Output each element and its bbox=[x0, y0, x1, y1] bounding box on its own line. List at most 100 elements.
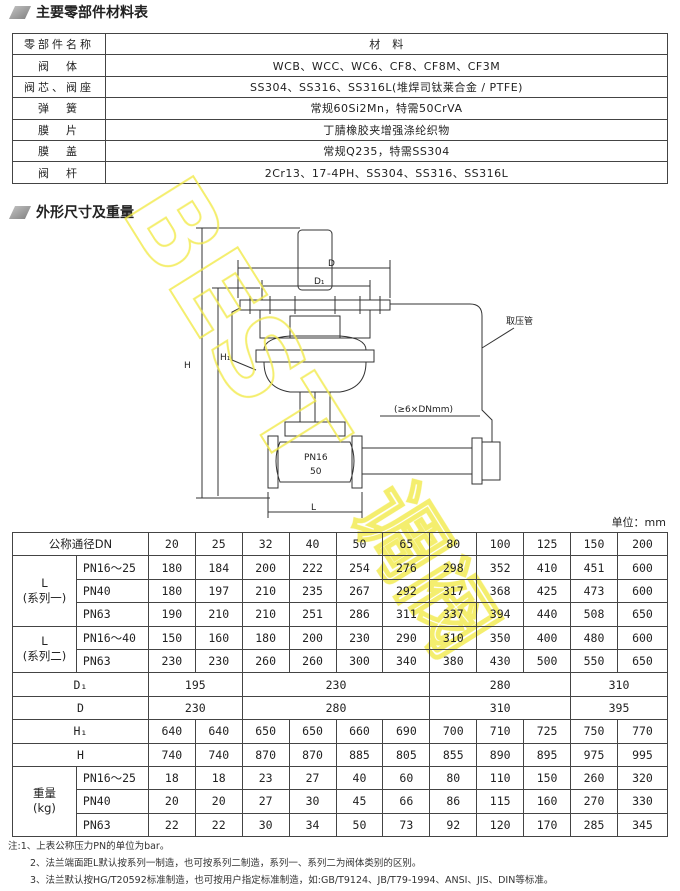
dn-value: 200 bbox=[616, 531, 669, 557]
cell: 230 bbox=[147, 695, 243, 721]
cell: 210 bbox=[241, 602, 290, 627]
cell: 200 bbox=[288, 625, 337, 650]
cell: 480 bbox=[570, 625, 618, 650]
cell: 260 bbox=[241, 648, 290, 674]
unit-label: 单位：mm bbox=[611, 516, 666, 529]
dn-header: 公称通径DN bbox=[12, 531, 149, 557]
group-label-line: 重量 bbox=[32, 786, 56, 801]
table-row: H₁ 640 640 650 650 660 690 700 710 725 7… bbox=[12, 719, 669, 744]
note-line: 3、法兰默认按HG/T20592标准制造，也可按用户指定标准制造，如:GB/T9… bbox=[30, 875, 554, 886]
cell: 230 bbox=[241, 672, 431, 697]
cell: 270 bbox=[570, 789, 618, 814]
part-material: 丁腈橡胶夹增强涤纶织物 bbox=[105, 118, 668, 141]
label-d: D bbox=[328, 259, 335, 269]
cell: 995 bbox=[616, 742, 669, 767]
weight-label: 重量 (kg) bbox=[12, 765, 77, 838]
cell: 311 bbox=[382, 602, 431, 627]
part-name: 阀 体 bbox=[12, 54, 106, 77]
table-row: H 740 740 870 870 885 805 855 890 895 97… bbox=[12, 742, 669, 767]
cell: 290 bbox=[382, 625, 431, 650]
cell: 180 bbox=[241, 625, 290, 650]
cell: 550 bbox=[570, 648, 618, 674]
label-dn: 50 bbox=[310, 467, 322, 477]
cell: 80 bbox=[429, 765, 478, 791]
cell: 180 bbox=[147, 578, 196, 604]
cell: 750 bbox=[570, 719, 618, 744]
cell: 27 bbox=[241, 789, 290, 814]
cell: 352 bbox=[476, 555, 525, 580]
pressure-class: PN40 bbox=[75, 789, 149, 814]
cell: 380 bbox=[429, 648, 478, 674]
cell: 425 bbox=[523, 578, 572, 604]
pressure-class: PN63 bbox=[75, 648, 149, 674]
cell: 310 bbox=[429, 625, 478, 650]
cell: 22 bbox=[194, 812, 243, 838]
cell: 740 bbox=[147, 742, 196, 767]
part-name: 膜 片 bbox=[12, 118, 106, 141]
cell: 340 bbox=[382, 648, 431, 674]
cell: 276 bbox=[382, 555, 431, 580]
cell: 34 bbox=[288, 812, 337, 838]
cell: 700 bbox=[429, 719, 478, 744]
valve-outline-drawing: D D₁ H H₁ L 取压管 (≥6×DNmm) PN16 50 bbox=[184, 227, 533, 518]
group-label-line: (系列二) bbox=[22, 649, 67, 664]
dn-value: 65 bbox=[382, 531, 431, 557]
cell: 975 bbox=[570, 742, 618, 767]
part-name: 弹 簧 bbox=[12, 97, 106, 120]
cell: 400 bbox=[523, 625, 572, 650]
valve-body bbox=[275, 441, 355, 483]
cell: 22 bbox=[147, 812, 196, 838]
dimensions-table: 公称通径DN 20 25 32 40 50 65 80 100 125 150 … bbox=[12, 531, 669, 838]
cell: 160 bbox=[194, 625, 243, 650]
cell: 870 bbox=[241, 742, 290, 767]
materials-section-title: 主要零部件材料表 bbox=[36, 5, 148, 21]
materials-table: 零部件名称 材 料 阀 体 WCB、WCC、WC6、CF8、CF8M、CF3M … bbox=[12, 32, 668, 184]
materials-section-heading: 主要零部件材料表 bbox=[8, 2, 148, 22]
table-row: D 230 280 310 395 bbox=[12, 695, 668, 721]
section-marker-icon bbox=[8, 205, 32, 219]
part-material: SS304、SS316、SS316L(堆焊司钛莱合金 / PTFE) bbox=[105, 75, 668, 99]
cell: 60 bbox=[382, 765, 431, 791]
cell: 50 bbox=[335, 812, 384, 838]
group-label-line: L bbox=[41, 634, 48, 649]
table-row: 阀 体 WCB、WCC、WC6、CF8、CF8M、CF3M bbox=[12, 54, 668, 77]
group-label-line: L bbox=[41, 575, 48, 590]
pressure-class: PN63 bbox=[75, 602, 149, 627]
cell: 650 bbox=[616, 648, 669, 674]
cell: 180 bbox=[147, 555, 196, 580]
cell: 740 bbox=[194, 742, 243, 767]
table-row: PN63 190 210 210 251 286 311 337 394 440… bbox=[13, 602, 669, 627]
cell: 292 bbox=[382, 578, 431, 604]
cell: 298 bbox=[429, 555, 478, 580]
label-distance: (≥6×DNmm) bbox=[394, 405, 453, 415]
dn-value: 50 bbox=[335, 531, 384, 557]
upper-actuator-flange bbox=[239, 299, 391, 311]
l-series2-label: L (系列二) bbox=[12, 625, 77, 674]
cell: 895 bbox=[523, 742, 572, 767]
part-name: 阀 杆 bbox=[12, 161, 106, 184]
cell: 368 bbox=[476, 578, 525, 604]
cell: 230 bbox=[194, 648, 243, 674]
cell: 310 bbox=[429, 695, 572, 721]
cell: 210 bbox=[241, 578, 290, 604]
cell: 337 bbox=[429, 602, 478, 627]
table-row: 弹 簧 常规60Si2Mn，特需50CrVA bbox=[12, 97, 668, 120]
label-pressure-pipe: 取压管 bbox=[506, 315, 533, 327]
cell: 885 bbox=[335, 742, 384, 767]
group-label-line: (系列一) bbox=[22, 590, 67, 605]
cell: 300 bbox=[335, 648, 384, 674]
dn-value: 125 bbox=[523, 531, 572, 557]
cell: 160 bbox=[523, 789, 572, 814]
diaphragm-casing bbox=[263, 361, 367, 393]
cell: 310 bbox=[570, 672, 668, 697]
cell: 200 bbox=[241, 555, 290, 580]
cell: 20 bbox=[147, 789, 196, 814]
cell: 18 bbox=[147, 765, 196, 791]
cell: 86 bbox=[429, 789, 478, 814]
cell: 430 bbox=[476, 648, 525, 674]
label-l: L bbox=[311, 503, 316, 513]
cell: 120 bbox=[476, 812, 525, 838]
cell: 600 bbox=[616, 555, 669, 580]
cell: 285 bbox=[570, 812, 618, 838]
cell: 770 bbox=[616, 719, 669, 744]
